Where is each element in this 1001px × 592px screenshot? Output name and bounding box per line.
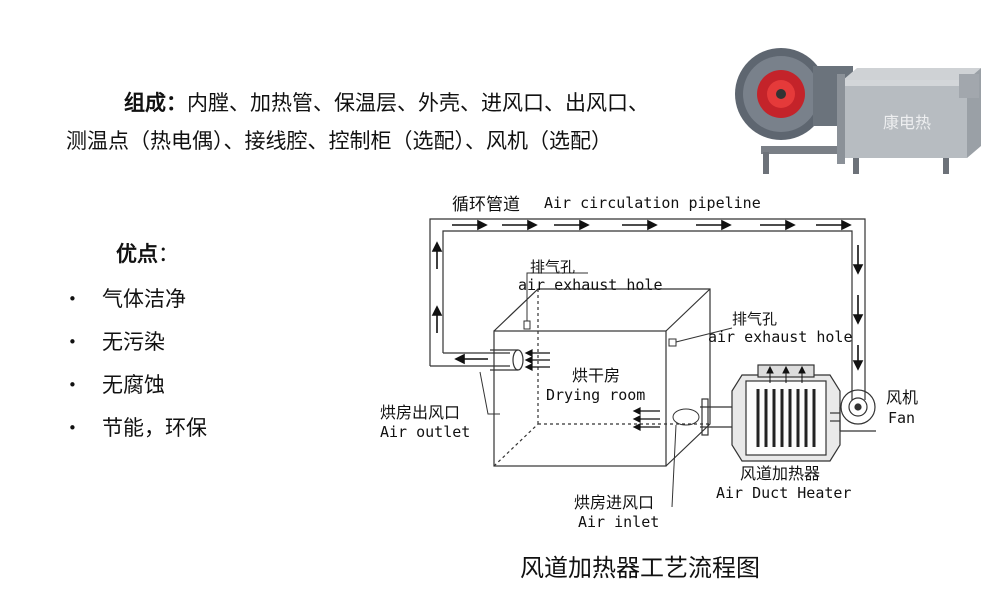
- circulation-pipeline: [429, 218, 866, 400]
- composition-line-2: 测温点（热电偶）、接线腔、控制柜（选配）、风机（选配）: [66, 129, 612, 153]
- outlet-flow-arrows: [524, 349, 550, 371]
- pipeline-label-en: Air circulation pipeline: [544, 194, 761, 212]
- exhaust1-label-cn: 排气孔: [530, 258, 575, 276]
- process-diagram: 循环管道 Air circulation pipeline 烘干房 Drying…: [380, 194, 918, 531]
- room-label-en: Drying room: [546, 386, 645, 404]
- exhaust1-label-en: air exhaust hole: [518, 276, 663, 294]
- advantages-list: •气体洁净 •无污染 •无腐蚀 •节能，环保: [66, 278, 207, 450]
- fan: [830, 389, 876, 432]
- list-item: •无污染: [68, 330, 165, 354]
- inlet-arrows: [632, 407, 660, 431]
- outlet-duct: [490, 349, 524, 371]
- inlet-label-en: Air inlet: [578, 513, 659, 531]
- diagram-caption: 风道加热器工艺流程图: [520, 554, 760, 582]
- list-item: •节能，环保: [68, 416, 207, 440]
- drying-room: [493, 288, 711, 467]
- flow-arrows: [431, 219, 864, 371]
- heater-flow-arrows: [766, 365, 806, 383]
- pipeline-label-cn: 循环管道: [452, 195, 520, 215]
- exhaust-hole-2: [668, 338, 677, 347]
- composition-line-1: 组成：内膛、加热管、保温层、外壳、进风口、出风口、: [124, 91, 649, 115]
- advantages-title: 优点：: [116, 242, 179, 266]
- list-item: •无腐蚀: [68, 373, 165, 397]
- composition-text: 组成：内膛、加热管、保温层、外壳、进风口、出风口、 测温点（热电偶）、接线腔、控…: [66, 84, 726, 160]
- inlet-label-cn: 烘房进风口: [574, 493, 654, 512]
- outlet-label-cn: 烘房出风口: [380, 403, 460, 422]
- inlet-opening: [672, 408, 700, 426]
- heating-tubes: [756, 389, 816, 447]
- composition-label: 组成：: [124, 91, 187, 115]
- room-label-cn: 烘干房: [572, 366, 620, 385]
- list-item: •气体洁净: [68, 287, 186, 311]
- fan-label-en: Fan: [888, 409, 915, 427]
- heater-label-cn: 风道加热器: [740, 464, 820, 483]
- product-photo: 康电热: [735, 48, 981, 174]
- outlet-label-en: Air outlet: [380, 423, 470, 441]
- exhaust2-label-cn: 排气孔: [732, 310, 777, 328]
- exhaust2-label-en: air exhaust hole: [708, 328, 853, 346]
- exhaust-hole-1: [523, 320, 531, 330]
- heater-label-en: Air Duct Heater: [716, 484, 851, 502]
- fan-label-cn: 风机: [886, 388, 918, 407]
- photo-watermark: 康电热: [883, 113, 931, 132]
